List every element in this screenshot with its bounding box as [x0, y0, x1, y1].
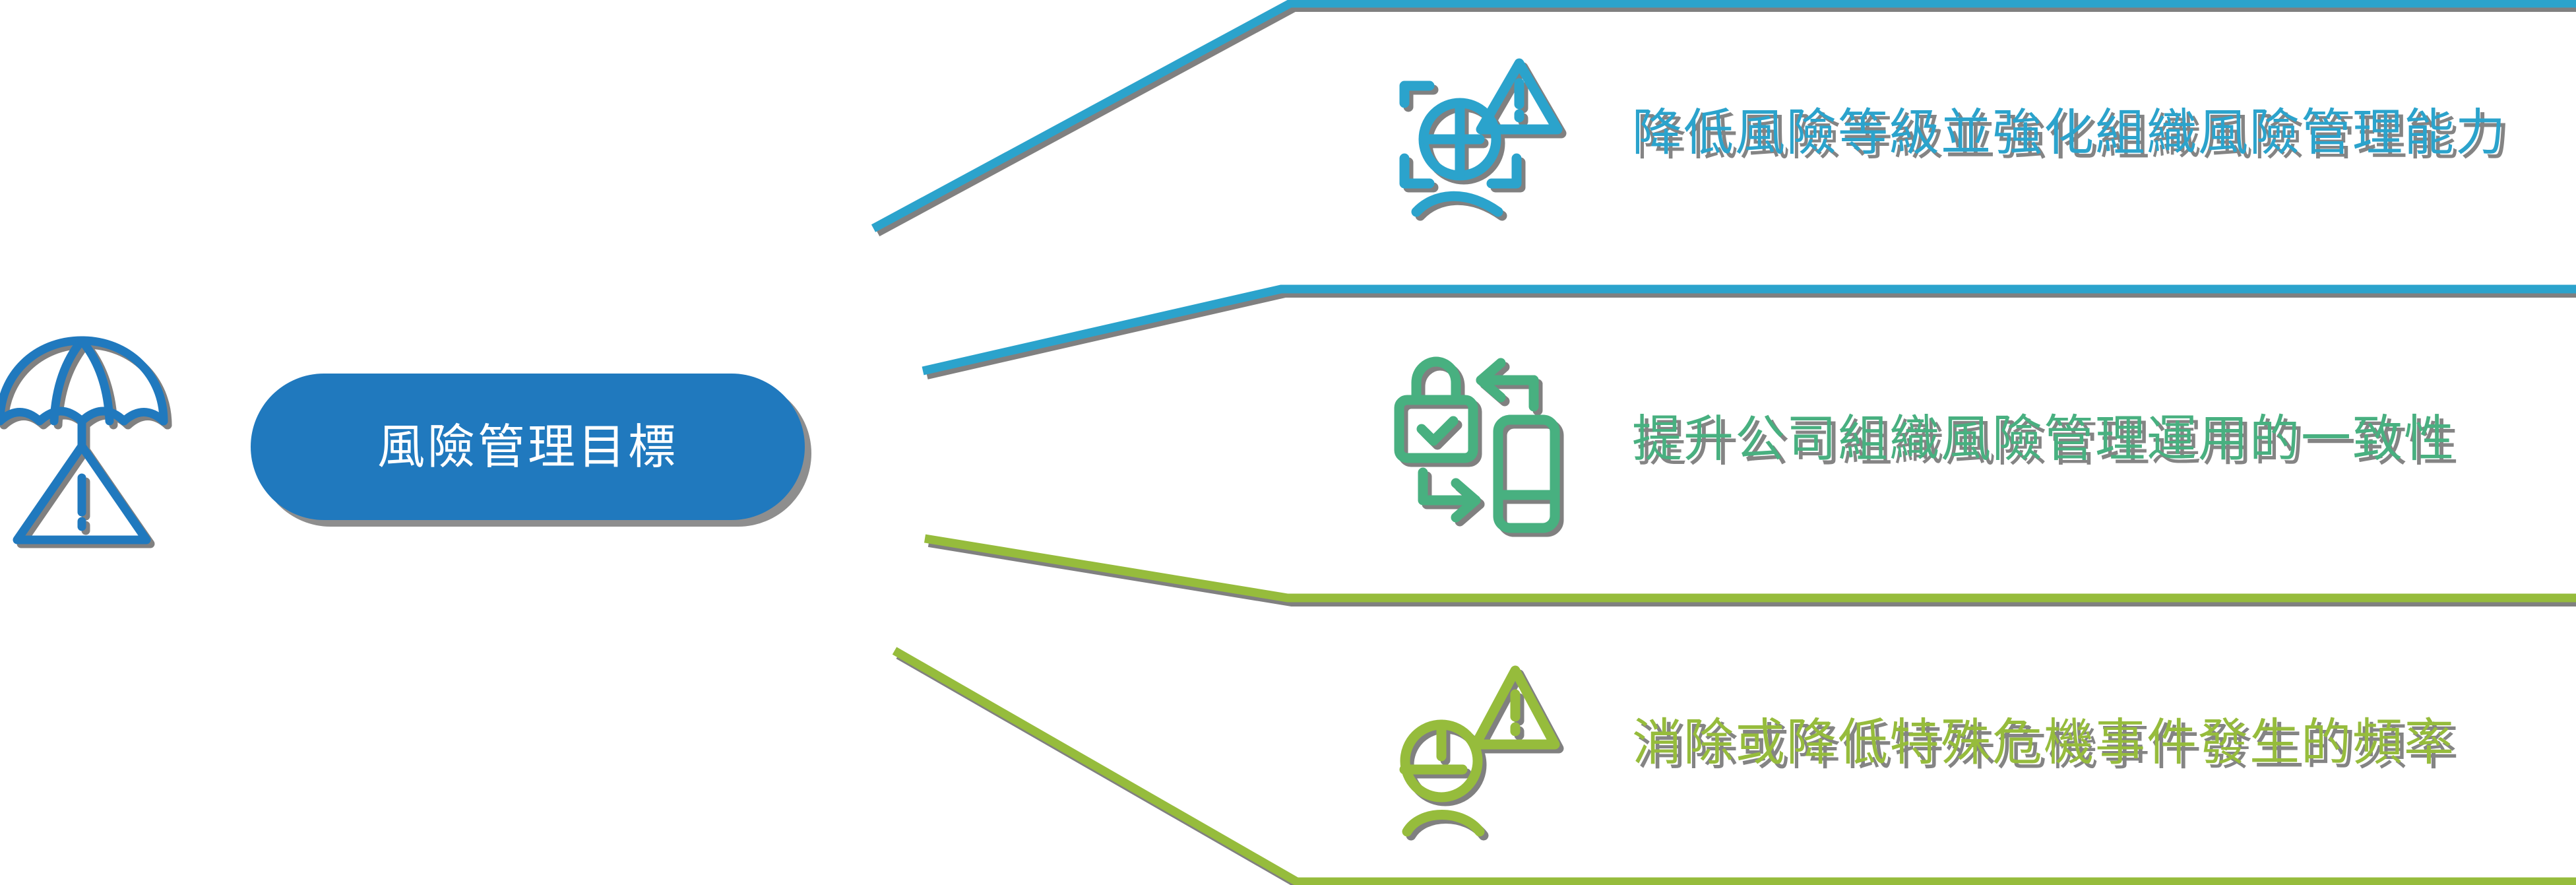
row-3-label: 消除或降低特殊危機事件發生的頻率 — [1632, 713, 2455, 771]
band-2-bottom-shadow — [927, 538, 2576, 606]
center-node-pill[interactable]: 風險管理目標 — [251, 374, 805, 520]
band-3-top-line — [892, 647, 2576, 885]
center-node-label: 風險管理目標 — [377, 419, 678, 475]
band-2-top-shadow — [926, 288, 2576, 379]
row-1-label: 降低風險等級並強化組織風險管理能力 — [1632, 103, 2507, 162]
band-2-bottom-line — [924, 534, 2576, 603]
lock-check-mobile-sync-icon — [1394, 356, 1564, 537]
umbrella-warning-icon — [0, 336, 172, 548]
globe-scan-warning-icon — [1399, 58, 1567, 221]
band-1-top-line — [871, 0, 2576, 232]
person-euro-warning-icon — [1399, 665, 1564, 841]
center-node[interactable]: 風險管理目標 — [251, 374, 811, 527]
row-2-label: 提升公司組織風險管理運用的一致性 — [1632, 409, 2455, 468]
band-2-top-line — [922, 284, 2576, 376]
